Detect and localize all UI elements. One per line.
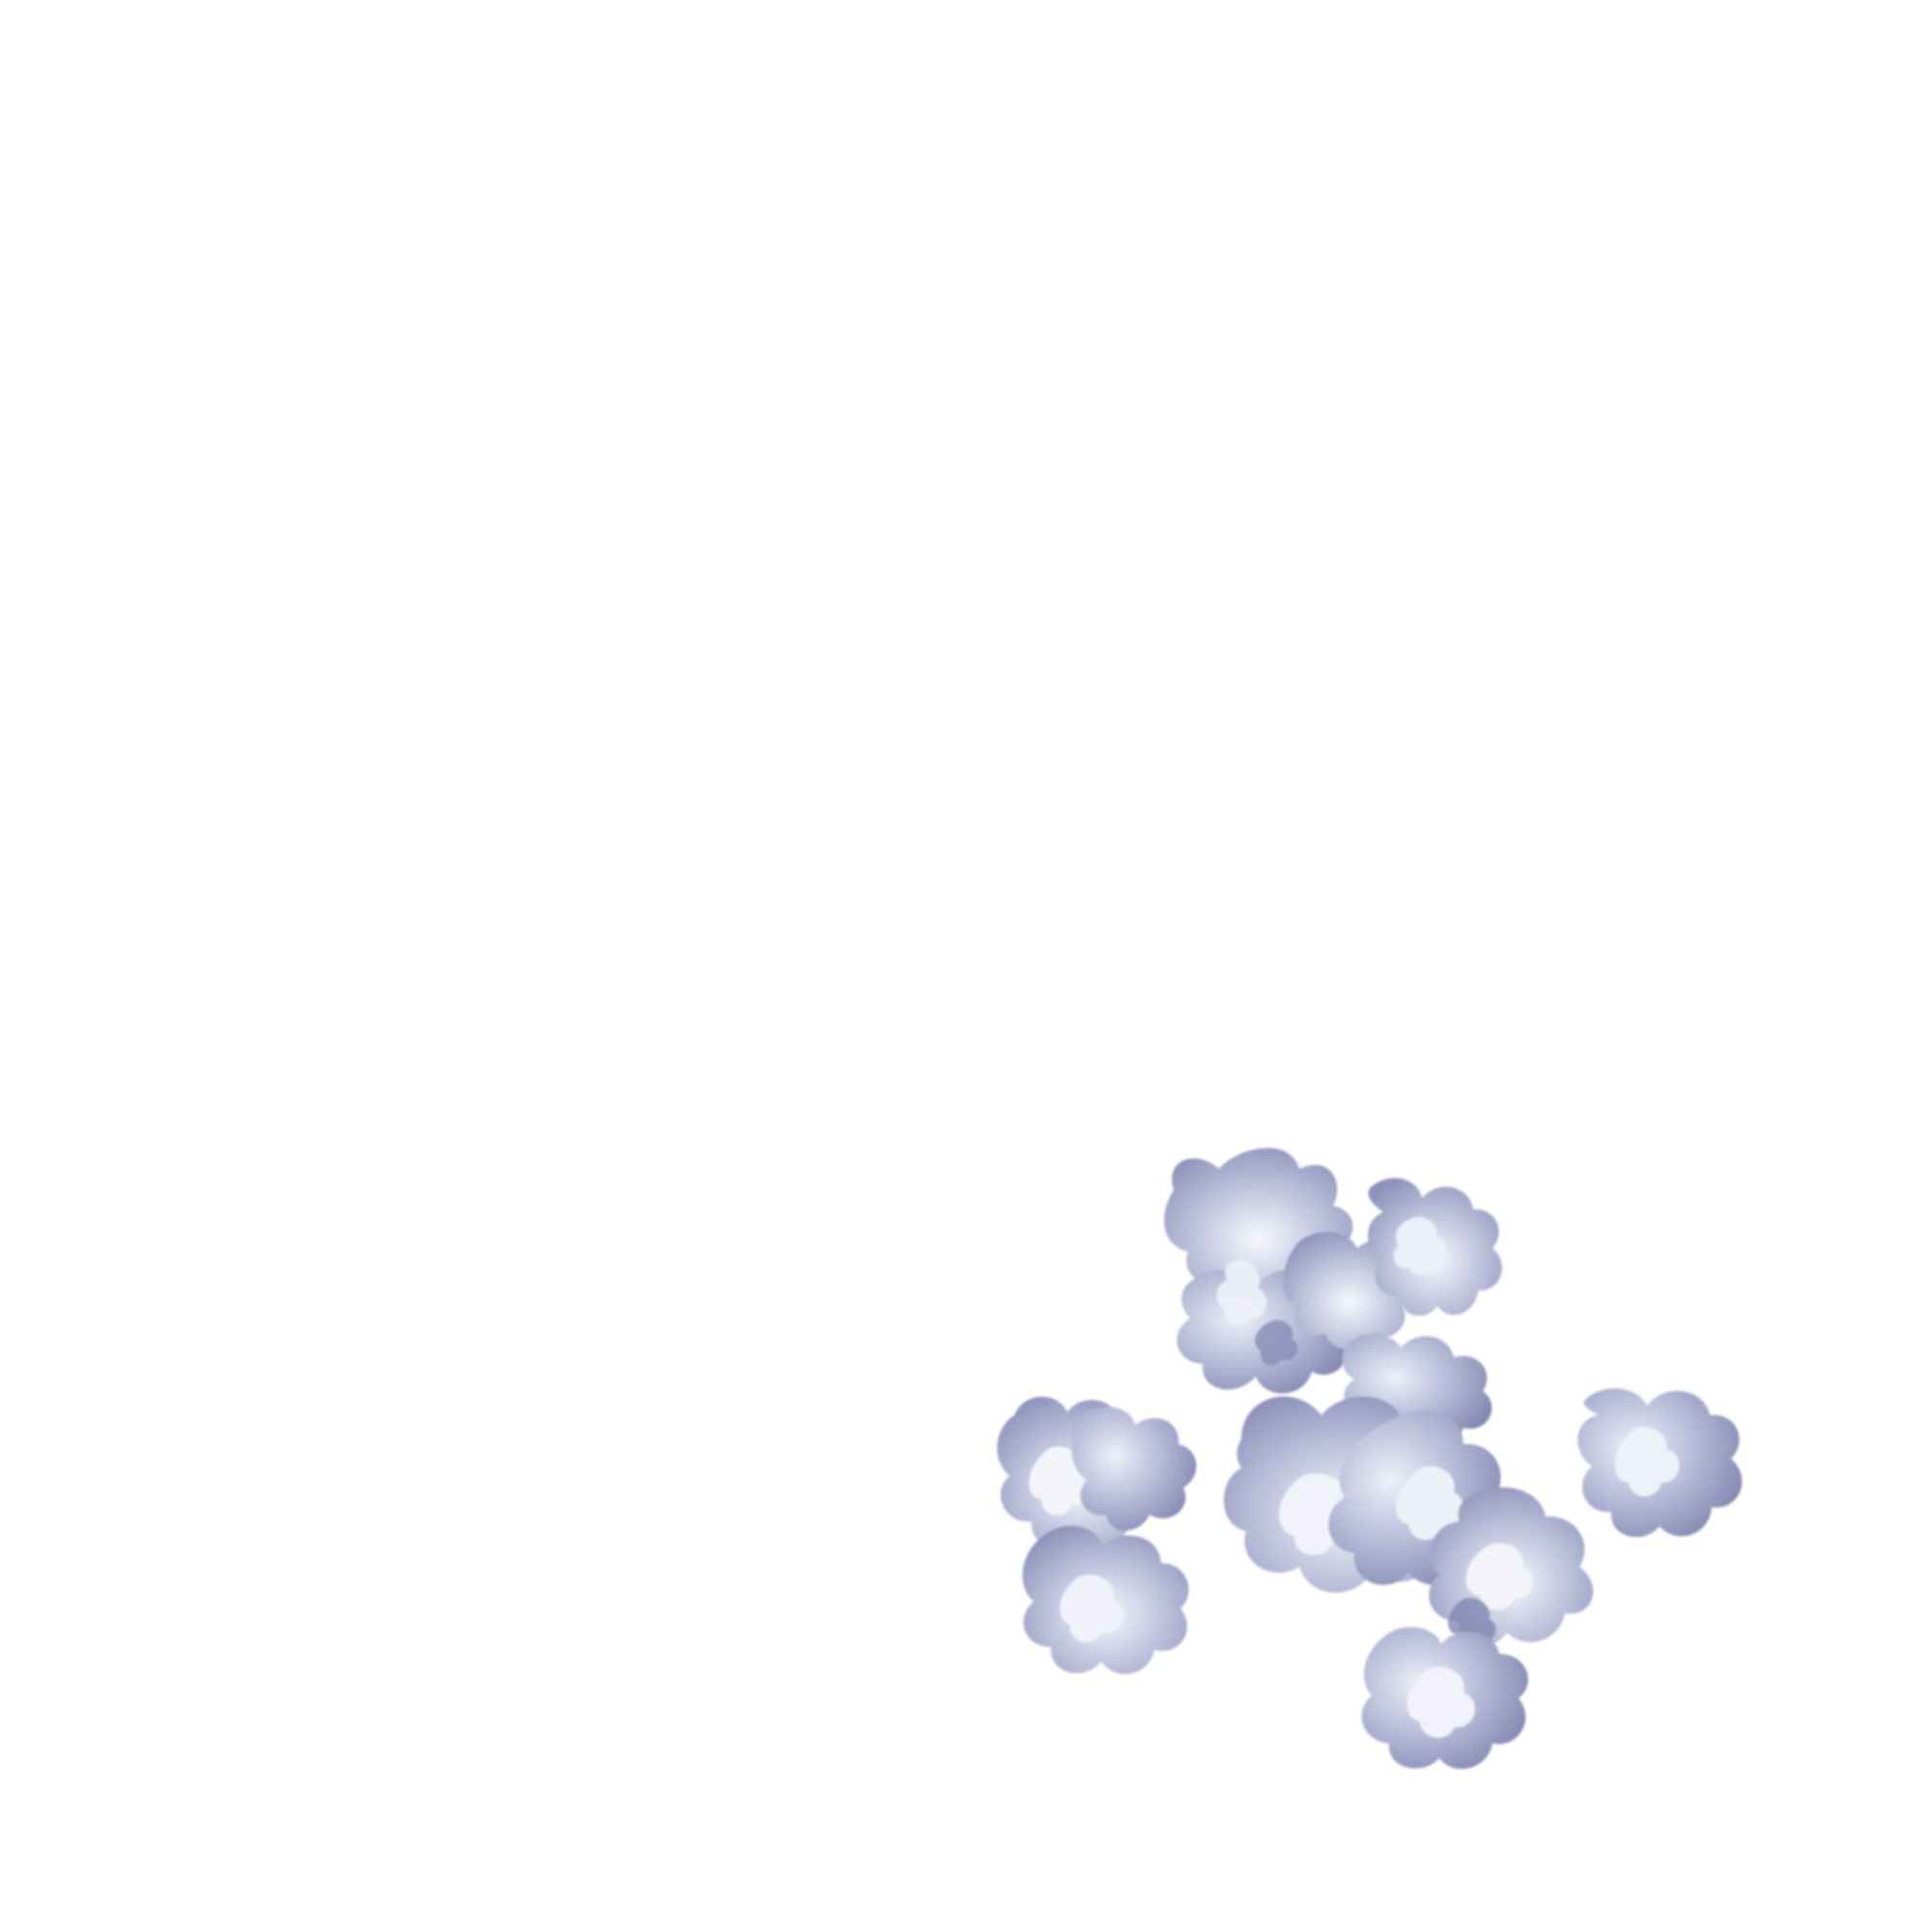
flower-bottom xyxy=(1361,1627,1528,1770)
flower-top-right xyxy=(1367,1178,1502,1317)
flower-right xyxy=(1577,1388,1743,1538)
flower-center xyxy=(1223,1396,1594,1649)
flower-left xyxy=(997,1396,1197,1675)
